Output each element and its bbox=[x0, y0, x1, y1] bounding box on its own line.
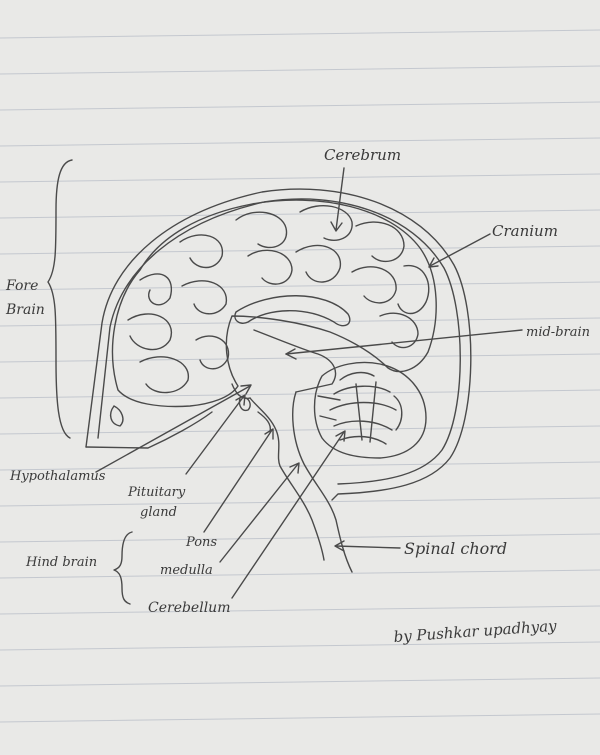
fore-brain-brace bbox=[47, 159, 73, 439]
eye-socket bbox=[109, 405, 124, 427]
label-hypothalamus: Hypothalamus bbox=[9, 469, 106, 484]
pituitary-leader bbox=[185, 395, 245, 475]
label-pons: Pons bbox=[185, 535, 217, 550]
signature: by Pushkar upadhyay bbox=[393, 617, 558, 646]
face-contour bbox=[85, 411, 213, 449]
cerebrum-gyri bbox=[127, 205, 430, 394]
spinal-chord-leader bbox=[335, 545, 401, 549]
label-spinal-chord: Spinal chord bbox=[404, 539, 507, 558]
brain-stem-back bbox=[292, 391, 353, 573]
label-medulla: medulla bbox=[160, 563, 213, 578]
label-pituitary-line2: gland bbox=[140, 505, 177, 520]
label-cerebrum: Cerebrum bbox=[324, 146, 401, 164]
cerebellum-leader bbox=[231, 431, 345, 599]
label-cerebellum: Cerebellum bbox=[148, 600, 230, 616]
hind-brain-brace bbox=[113, 531, 133, 605]
label-fore-brain-line1: Fore bbox=[5, 278, 38, 294]
label-pituitary-line1: Pituitary bbox=[127, 485, 186, 500]
pons-bulge bbox=[257, 411, 272, 433]
pons-leader bbox=[203, 429, 273, 533]
label-hind-brain: Hind brain bbox=[25, 555, 97, 570]
mid-brain-leader bbox=[285, 329, 523, 355]
corpus-callosum bbox=[234, 295, 351, 327]
cranium-leader bbox=[429, 233, 491, 267]
midbrain bbox=[253, 329, 337, 393]
label-mid-brain: mid-brain bbox=[526, 325, 590, 340]
cerebellum-outline bbox=[313, 361, 427, 459]
hypothalamus-leader bbox=[95, 385, 251, 473]
pituitary-gland-outline bbox=[238, 397, 251, 412]
brain-stem-front bbox=[249, 397, 325, 561]
label-fore-brain-line2: Brain bbox=[5, 302, 45, 318]
cranium-outline-inner bbox=[97, 198, 461, 485]
cranium-outline-outer bbox=[85, 188, 472, 501]
label-cranium: Cranium bbox=[492, 222, 558, 240]
leader-lines bbox=[95, 167, 523, 599]
cerebrum-outline bbox=[111, 199, 437, 408]
ruled-lines bbox=[0, 29, 600, 723]
hypothalamus-outline bbox=[231, 383, 251, 400]
cerebrum-leader bbox=[335, 167, 345, 231]
medulla-leader bbox=[219, 463, 299, 563]
arbor-vitae bbox=[317, 371, 403, 445]
